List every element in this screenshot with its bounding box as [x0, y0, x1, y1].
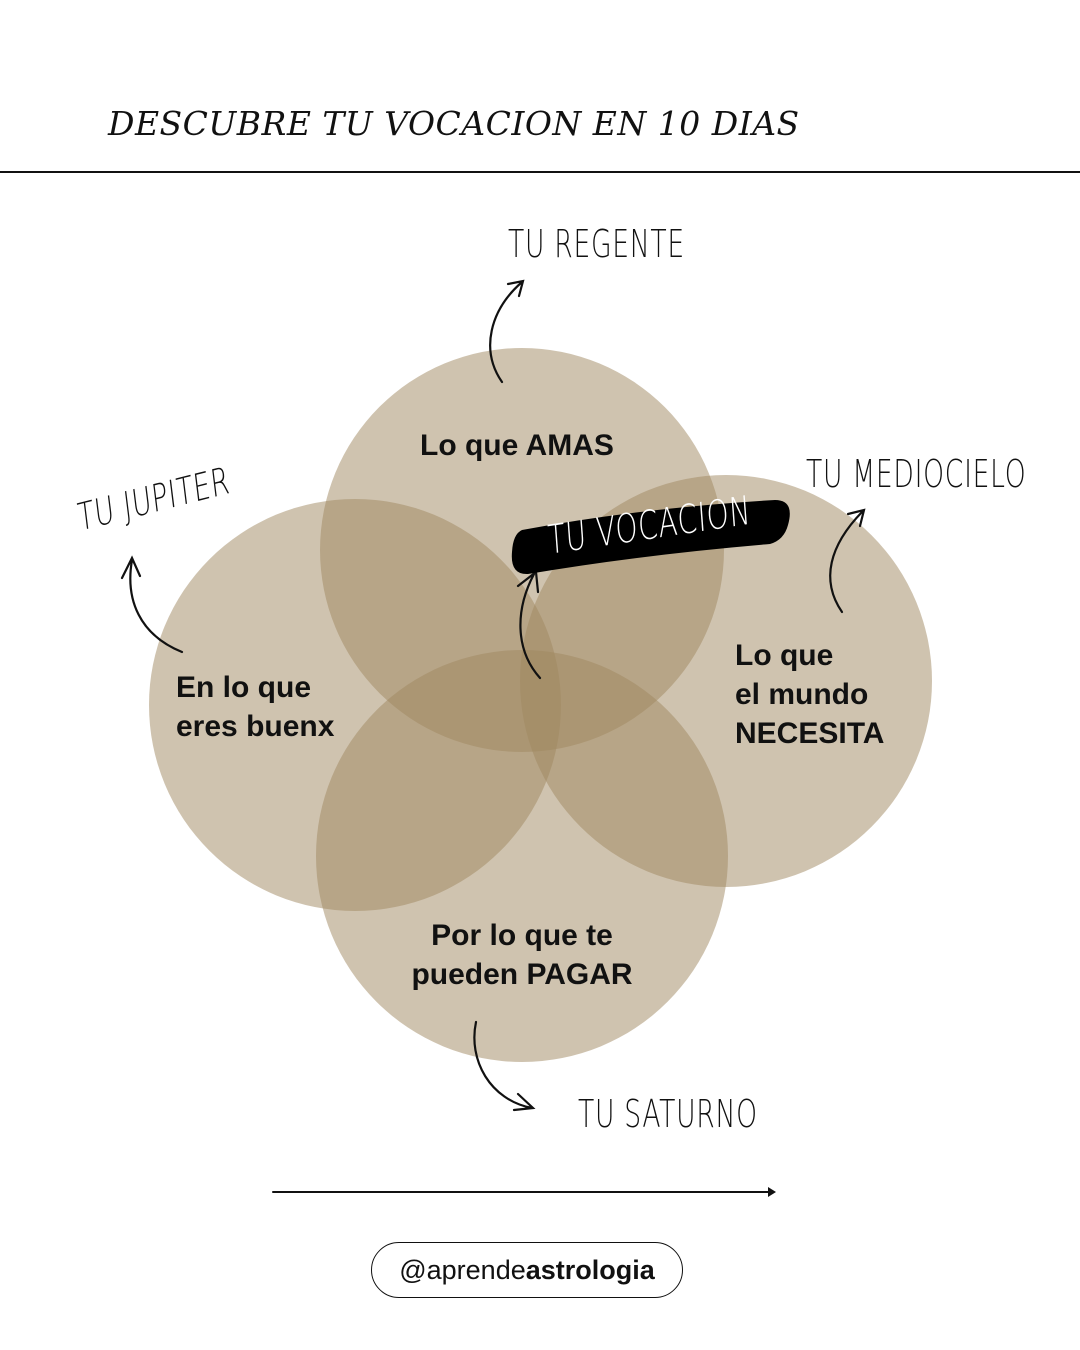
header-divider	[0, 171, 1080, 173]
bottom-arrow-head	[768, 1187, 776, 1197]
handle-bold: astrologia	[525, 1254, 655, 1285]
page-title: DESCUBRE TU VOCACION EN 10 DIAS	[108, 104, 800, 143]
label-line: pueden PAGAR	[411, 958, 633, 991]
label-love: Lo que AMAS	[420, 429, 614, 462]
label-line: NECESITA	[735, 717, 885, 750]
arrow-regente	[489, 279, 525, 384]
arrow-mediocielo	[829, 508, 866, 614]
circle-paid	[316, 650, 728, 1062]
label-line: eres buenx	[176, 710, 335, 743]
annotation-saturno: TU SATURNO	[578, 1092, 758, 1136]
annotation-regente: TU REGENTE	[508, 222, 685, 266]
label-line: En lo que	[176, 671, 311, 704]
label-line: Por lo que te	[431, 919, 613, 952]
vocacion-badge	[511, 500, 790, 575]
label-line: Lo que	[735, 639, 834, 672]
label-good: En lo que eres buenx	[176, 668, 334, 746]
arrow-saturno	[473, 1020, 536, 1112]
label-paid: Por lo que te pueden PAGAR	[406, 916, 638, 994]
label-line: el mundo	[735, 678, 869, 711]
arrow-jupiter	[120, 555, 184, 654]
label-world: Lo que el mundo NECESITA	[735, 636, 884, 753]
handle-prefix: @aprende	[399, 1254, 526, 1285]
annotation-mediocielo: TU MEDIOCIELO	[806, 452, 1027, 496]
